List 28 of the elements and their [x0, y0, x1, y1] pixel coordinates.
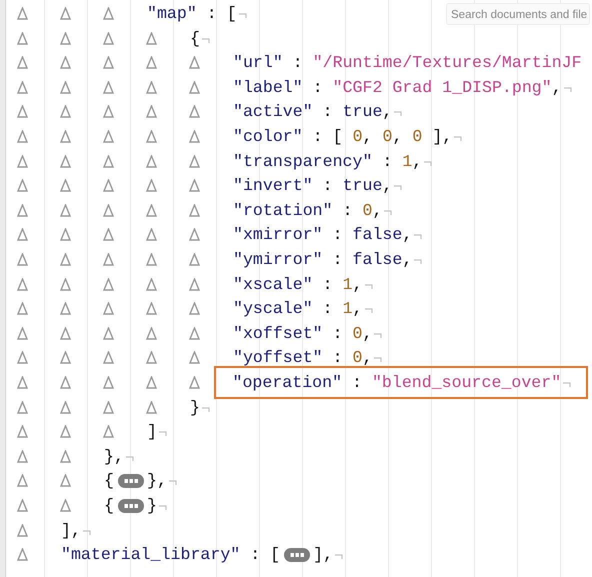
- code-line: "rotation" : 0,: [233, 200, 382, 222]
- code-line: {: [104, 495, 114, 517]
- code-line: "yoffset" : 0,: [233, 347, 372, 370]
- code-line: ],: [313, 544, 334, 566]
- code-line: ],: [61, 520, 81, 542]
- code-line: "material_library" : [: [61, 544, 280, 566]
- code-line: "xscale" : 1,: [233, 274, 363, 296]
- code-line: "color" : [ 0, 0, 0 ],: [233, 126, 452, 148]
- code-line: {: [190, 28, 200, 50]
- code-line: "ymirror" : false,: [233, 249, 412, 271]
- code-line: "operation" : "blend_source_over": [232, 372, 562, 394]
- code-line: }: [146, 495, 157, 517]
- code-line: "xoffset" : 0,: [233, 322, 372, 345]
- code-line: ]: [147, 421, 157, 444]
- code-line: "invert" : true,: [233, 175, 392, 198]
- code-line: },: [146, 470, 167, 492]
- code-line: "yscale" : 1,: [233, 298, 363, 320]
- highlight-box: [214, 366, 588, 399]
- code-line: "xmirror" : false,: [233, 224, 412, 246]
- code-line: "transparency" : 1,: [233, 150, 422, 173]
- search-field: Search documents and file: [446, 3, 590, 25]
- code-line: {: [104, 470, 114, 492]
- code-line: }: [190, 396, 200, 419]
- code-line: "map" : [: [147, 3, 237, 25]
- code-line: "active" : true,: [233, 101, 392, 124]
- code-line: },: [104, 446, 124, 468]
- code-line: "label" : "CGF2 Grad 1_DISP.png",: [233, 76, 562, 99]
- code-line: "url" : "/Runtime/Textures/MartinJF: [233, 52, 582, 74]
